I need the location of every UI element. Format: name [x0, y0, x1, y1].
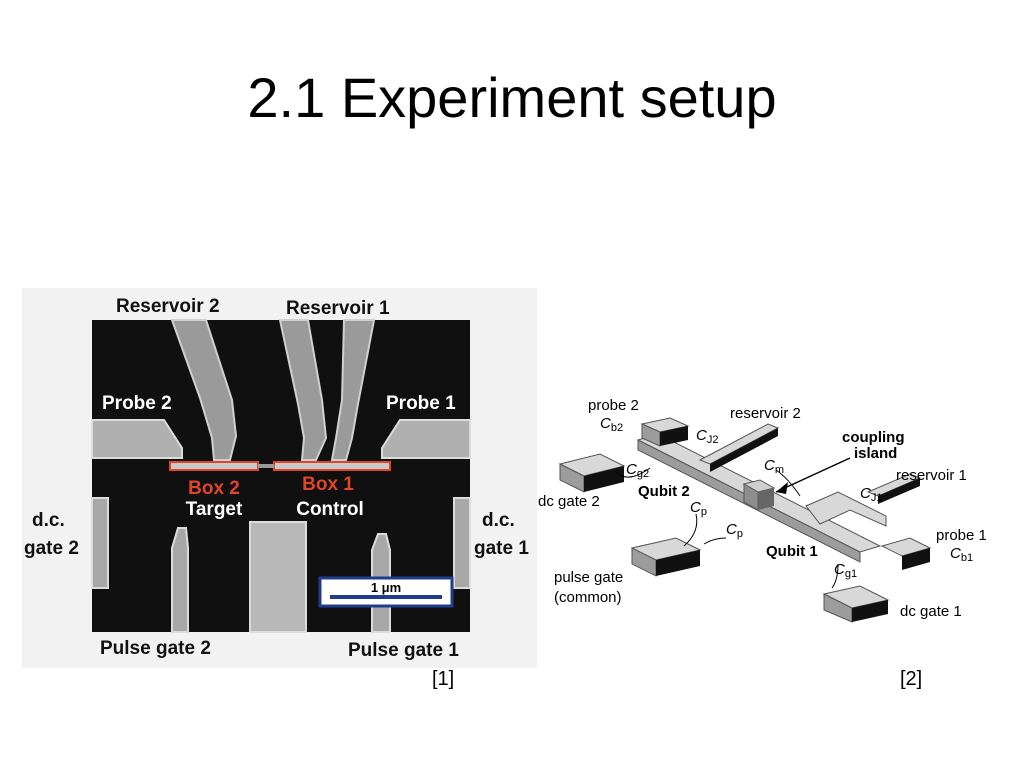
leader-cp-right	[703, 537, 727, 545]
label-cb1: Cb1	[950, 545, 973, 564]
micrograph-figure: 1 μm Reservoir 2 Reservoir 1 Probe 2 Pro…	[22, 288, 537, 668]
label-control: Control	[296, 499, 364, 520]
label-pulse-gate2: Pulse gate 2	[100, 638, 211, 659]
slide-title: 2.1 Experiment setup	[247, 66, 777, 129]
coupling-island-arrow	[775, 457, 851, 493]
label-cj2: CJ2	[696, 427, 718, 446]
dc-gate1-front	[852, 600, 888, 622]
scale-bar-box	[318, 576, 454, 608]
label-qubit2: Qubit 2	[638, 483, 690, 500]
label-pulse-gate1: Pulse gate 1	[348, 640, 459, 661]
reservoir1-lead-right	[330, 319, 376, 461]
dc-gate2-electrode	[91, 497, 109, 589]
probe2-electrode	[91, 419, 183, 459]
leader-cp-left	[683, 513, 698, 547]
citation-right: [2]	[900, 668, 923, 690]
label-reservoir2: Reservoir 2	[116, 296, 220, 317]
label-cj1: CJ1	[860, 485, 882, 504]
label-cm: Cm	[764, 457, 784, 476]
pulse-gate2-electrode	[171, 527, 189, 633]
coupling-island-arrowhead	[776, 482, 788, 494]
box-junction	[258, 464, 274, 468]
box2-outline	[169, 461, 259, 471]
reservoir1-loop	[805, 491, 887, 527]
label-probe1: probe 1	[936, 527, 987, 544]
dc-gate2-front	[584, 466, 624, 492]
label-reservoir2: reservoir 2	[730, 405, 801, 422]
label-common: (common)	[554, 589, 622, 606]
leader-cg2	[615, 467, 651, 478]
label-dc-left: d.c.	[32, 510, 65, 531]
label-gate1: gate 1	[474, 538, 529, 559]
label-target: Target	[186, 499, 243, 520]
label-gate2: gate 2	[24, 538, 79, 559]
probe2-block-front	[660, 426, 688, 446]
label-reservoir1: Reservoir 1	[286, 298, 390, 319]
label-dc-gate1: dc gate 1	[900, 603, 962, 620]
probe1-electrode	[381, 419, 471, 459]
label-dc-right: d.c.	[482, 510, 515, 531]
reservoir2-lead	[170, 319, 238, 461]
reservoir1-lead-left	[278, 319, 328, 461]
label-probe2: Probe 2	[102, 393, 172, 414]
label-cp-right: Cp	[726, 521, 743, 540]
probe1-block-front	[902, 548, 930, 570]
reservoir1-lead-front	[878, 478, 920, 504]
center-gate-electrode	[249, 521, 307, 633]
label-box1: Box 1	[302, 474, 354, 495]
label-dc-gate2: dc gate 2	[538, 493, 600, 510]
schematic-figure: probe 2 Cb2 CJ2 reservoir 2 coupling isl…	[538, 397, 987, 623]
label-box2: Box 2	[188, 478, 240, 499]
label-island: island	[854, 445, 897, 462]
label-cb2: Cb2	[600, 415, 623, 434]
label-cg1: Cg1	[834, 561, 857, 580]
reservoir2-lead-front	[710, 428, 778, 472]
coupling-island-front	[758, 488, 774, 510]
scale-label: 1 μm	[371, 580, 401, 595]
label-coupling: coupling	[842, 429, 905, 446]
label-pulse-gate: pulse gate	[554, 569, 623, 586]
dc-gate1-electrode	[453, 497, 471, 589]
label-probe2: probe 2	[588, 397, 639, 414]
label-probe1: Probe 1	[386, 393, 456, 414]
label-reservoir1: reservoir 1	[896, 467, 967, 484]
leader-cg1	[831, 563, 839, 589]
pulse-gate-front	[656, 550, 700, 576]
citation-left: [1]	[432, 668, 455, 690]
leader-cm	[775, 469, 801, 497]
box1-outline	[273, 461, 391, 471]
label-cg2: Cg2	[626, 461, 649, 480]
label-cp-left: Cp	[690, 499, 707, 518]
label-qubit1: Qubit 1	[766, 543, 818, 560]
